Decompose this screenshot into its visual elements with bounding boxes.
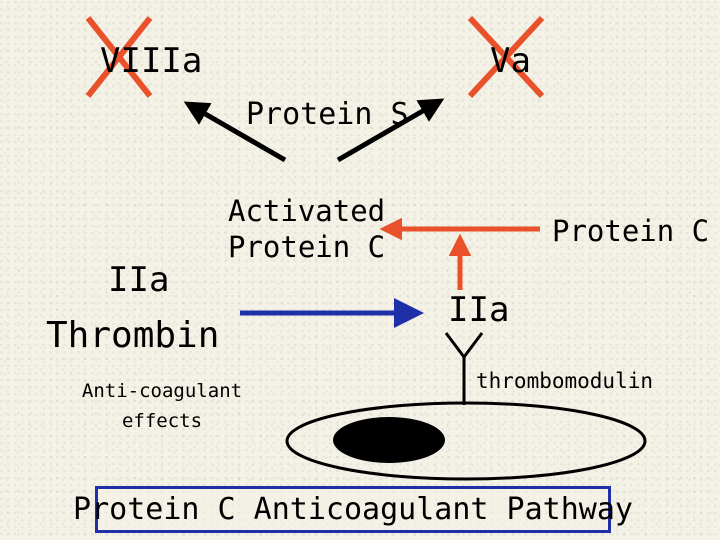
iia-right-label: IIa [448,290,510,330]
anti-coagulant-line1: Anti-coagulant [81,380,243,402]
protein-c-label: Protein C [552,214,710,248]
thrombomodulin-label: thrombomodulin [476,369,654,393]
anti-coagulant-line2: effects [121,410,203,432]
endothelial-cell-icon [285,401,647,481]
va-label: Va [490,41,531,81]
title-box: Protein C Anticoagulant Pathway [73,486,633,533]
activated-protein-c-line2: Protein C [228,230,386,264]
arrow-to-viiia [183,101,287,163]
viiia-label: VIIIa [100,41,203,81]
anti-coagulant-effects-label: Anti-coagulant effects [64,376,260,436]
viiia-cross-icon [85,16,153,98]
activated-protein-c-label: Activated Protein C [228,193,385,265]
va-cross-icon [467,15,545,99]
arrow-to-va [336,98,445,163]
diagram-title: Protein C Anticoagulant Pathway [73,492,633,527]
protein-s-label: Protein S [246,97,409,132]
thrombin-label: Thrombin [46,315,220,356]
thrombomodulin-receptor-icon [444,332,484,405]
activated-protein-c-line1: Activated [228,194,386,228]
cell-nucleus [333,417,445,463]
iia-left-label: IIa [108,260,170,300]
